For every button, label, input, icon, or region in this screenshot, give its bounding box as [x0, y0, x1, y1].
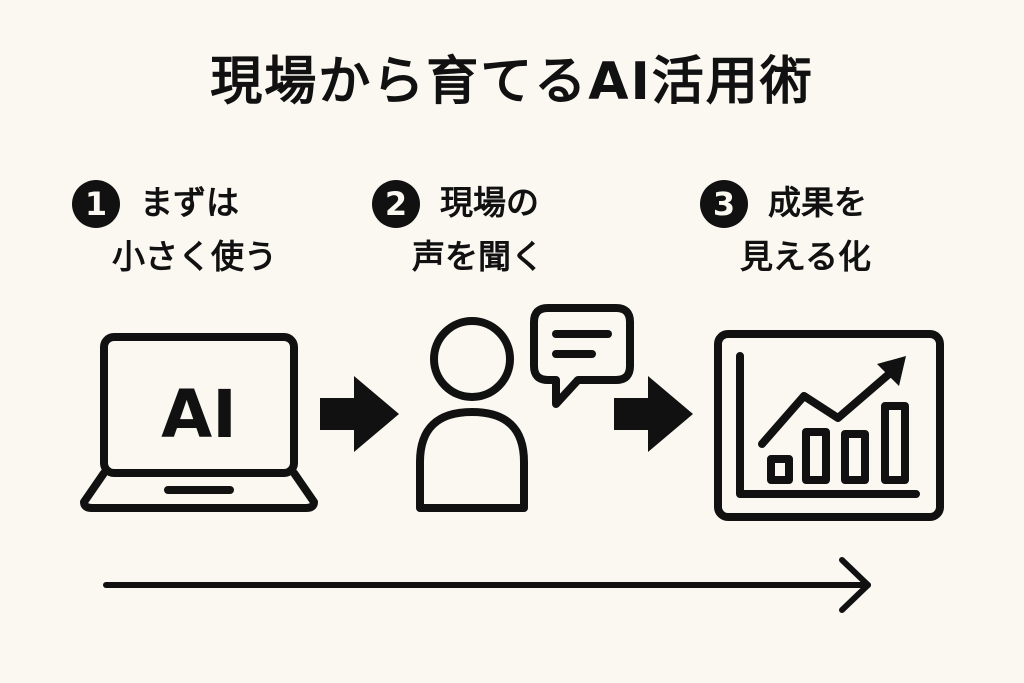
step-number-badge: 3	[700, 180, 748, 228]
timeline-arrow	[103, 557, 871, 613]
growth-chart-icon	[714, 330, 944, 521]
step-number-badge: 2	[372, 180, 420, 228]
person-icon	[416, 317, 528, 512]
laptop-ai-label: AI	[161, 376, 237, 453]
arrow-right-icon	[614, 376, 693, 452]
step-label-line1: 成果を	[768, 183, 867, 222]
page-title: 現場から育てるAI活用術	[210, 52, 814, 112]
laptop-icon	[80, 333, 318, 512]
speech-bubble-icon	[530, 304, 634, 408]
step-label-line1: まずは	[140, 183, 239, 222]
arrow-right-icon	[320, 376, 399, 452]
chart-arrow-head	[877, 356, 906, 386]
step-label-line2: 声を聞く	[412, 237, 544, 276]
step-label-line2: 見える化	[740, 237, 872, 276]
step-label-line1: 現場の	[440, 183, 539, 222]
step-number-badge: 1	[72, 180, 120, 228]
step-label-line2: 小さく使う	[112, 237, 277, 276]
